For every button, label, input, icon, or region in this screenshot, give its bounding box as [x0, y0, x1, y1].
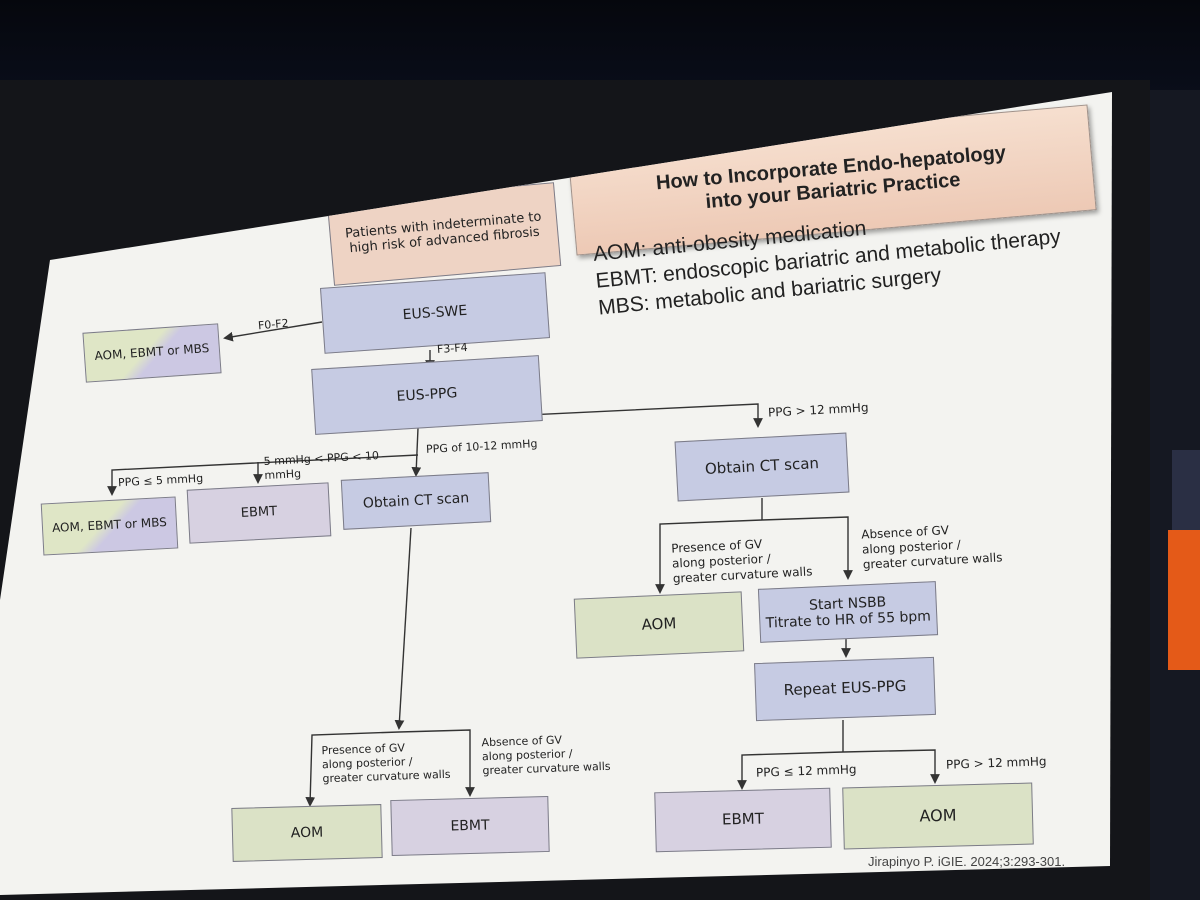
node-aom-ebmt-mbs-top: AOM, EBMT or MBS: [82, 323, 222, 383]
node-nsbb-line2: Titrate to HR of 55 bpm: [765, 608, 932, 632]
node-aom-ebmt-mbs-top-label: AOM, EBMT or MBS: [94, 341, 210, 364]
node-aom-right: AOM: [573, 591, 745, 659]
node-ebmt-mid: EBMT: [186, 482, 332, 544]
node-aom-ebmt-mbs-low-label: AOM, EBMT or MBS: [51, 515, 168, 536]
node-ebmt-bottom-left: EBMT: [390, 795, 550, 857]
arrow-swe-to-aom-top: [223, 321, 323, 342]
side-light: [1172, 450, 1200, 530]
node-ebmt-bottom-left-label: EBMT: [450, 817, 490, 835]
label-gv-absence-left: Absence of GV along posterior / greater …: [481, 732, 610, 778]
orange-banner: [1168, 530, 1200, 670]
label-f3-f4: F3-F4: [436, 340, 469, 357]
connector-bottom-left-split: [305, 731, 400, 807]
node-eus-ppg-label: EUS-PPG: [396, 385, 458, 405]
label-f0-f2: F0-F2: [257, 316, 290, 333]
node-aom-bottom-right-label: AOM: [919, 805, 957, 826]
connector-ppg-left: [107, 454, 419, 496]
node-aom-bottom-left-label: AOM: [290, 824, 324, 842]
label-gv-absence-right: Absence of GV along posterior / greater …: [861, 520, 1003, 572]
node-eus-swe-label: EUS-SWE: [402, 302, 468, 324]
node-ct-scan-right-label: Obtain CT scan: [704, 454, 820, 479]
node-repeat-eus-ppg: Repeat EUS-PPG: [754, 656, 936, 722]
node-ct-scan-left: Obtain CT scan: [340, 472, 492, 530]
connector-ct-right-right: [761, 516, 853, 580]
node-aom-right-label: AOM: [641, 614, 677, 635]
node-ct-scan-left-label: Obtain CT scan: [362, 490, 470, 512]
node-eus-ppg: EUS-PPG: [311, 355, 543, 435]
node-aom-ebmt-mbs-low: AOM, EBMT or MBS: [40, 496, 179, 556]
arrow-ppg-to-ct-left: [411, 427, 422, 477]
node-repeat-eus-ppg-label: Repeat EUS-PPG: [783, 677, 907, 700]
node-ebmt-bottom-right-label: EBMT: [721, 809, 765, 829]
node-ct-scan-right: Obtain CT scan: [674, 432, 850, 502]
node-ebmt-mid-label: EBMT: [240, 503, 278, 521]
connector-bottom-left-right: [398, 729, 475, 797]
node-aom-bottom-left: AOM: [231, 804, 383, 862]
arrow-ct-left-down: [394, 527, 412, 730]
label-gv-presence-right: Presence of GV along posterior / greater…: [671, 534, 813, 586]
connector-repeat-left: [737, 751, 844, 790]
citation: Jirapinyo P. iGIE. 2024;3:293-301.: [868, 854, 1066, 869]
connector-repeat-right: [842, 749, 940, 784]
node-ebmt-bottom-right: EBMT: [654, 787, 832, 853]
connector-ct-right-left: [655, 519, 763, 594]
node-start-nsbb: Start NSBB Titrate to HR of 55 bpm: [757, 581, 939, 643]
node-aom-bottom-right: AOM: [842, 782, 1034, 850]
label-gv-presence-left: Presence of GV along posterior / greater…: [321, 740, 450, 786]
